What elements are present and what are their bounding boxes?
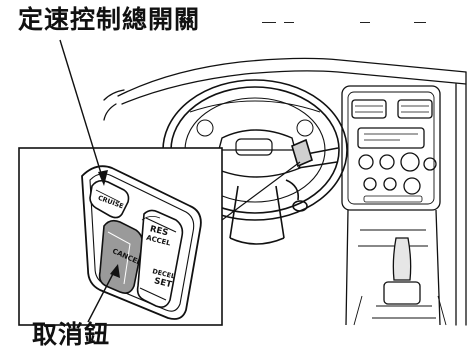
zoom-lines xyxy=(221,149,301,221)
leader-arrow-cancel xyxy=(110,264,120,278)
scan-mark xyxy=(262,22,276,23)
cancel-button-label: 取消鈕 xyxy=(32,320,111,349)
set-text: SET xyxy=(153,276,173,290)
res-text: RES xyxy=(149,224,169,238)
scan-mark xyxy=(360,22,370,23)
dashboard-line-art xyxy=(103,57,467,326)
scan-mark xyxy=(284,22,294,23)
leader-line-cruise xyxy=(59,39,105,184)
center-console xyxy=(341,85,447,326)
cruise-control-main-switch-label: 定速控制總開關 xyxy=(18,5,201,34)
leader-arrow-cruise xyxy=(98,170,108,186)
cancel-button-shape[interactable] xyxy=(98,219,144,294)
res-accel-decel-set-rocker[interactable] xyxy=(136,209,184,308)
scan-mark xyxy=(414,22,426,23)
leader-line-cancel xyxy=(87,267,117,323)
